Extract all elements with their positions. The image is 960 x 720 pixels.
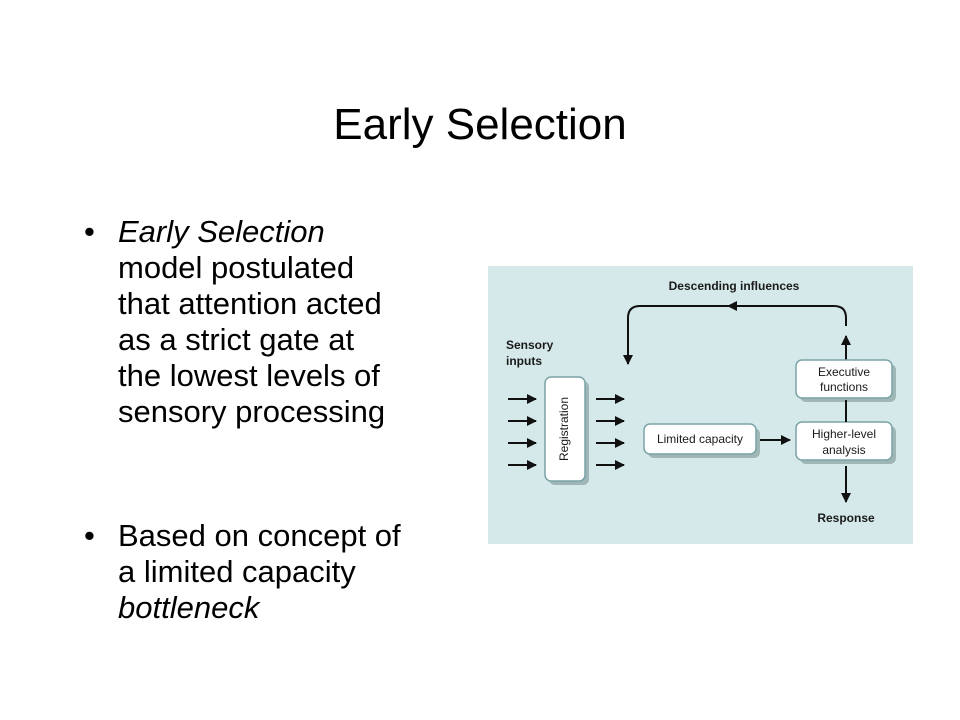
bullet-text-line: a limited capacity [118, 554, 356, 589]
executive-functions-label: functions [820, 380, 868, 394]
limited-capacity-label: Limited capacity [657, 432, 743, 446]
diagram-canvas: Descending influences Sensory inputs Reg… [506, 279, 896, 525]
bullet-text-line: as a strict gate at [118, 322, 355, 357]
descending-influences-label: Descending influences [669, 279, 800, 293]
bullet-text-line: sensory processing [118, 394, 386, 429]
limited-capacity-box [643, 423, 757, 455]
bullet-text: Based on concept of a limited capacity b… [118, 518, 464, 626]
bullet-marker: • [84, 518, 95, 553]
higher-level-analysis-label: analysis [822, 443, 865, 457]
registration-label: Registration [557, 397, 571, 461]
bullet-text-line: bottleneck [118, 590, 260, 625]
bullet-text-line: model postulated [118, 250, 355, 285]
bullet-text-line: the lowest levels of [118, 358, 380, 393]
executive-functions-box [795, 359, 893, 399]
bullet-limited-capacity: • Based on concept of a limited capacity… [84, 518, 464, 626]
executive-functions-label: Executive [818, 365, 870, 379]
bullet-text-line: Based on concept of [118, 518, 401, 553]
bullet-marker: • [84, 214, 95, 249]
registration-box [544, 376, 586, 482]
early-selection-diagram: Descending influences Sensory inputs Reg… [488, 266, 913, 544]
descending-top-arrow [727, 301, 847, 326]
bullet-text-line: Early Selection [118, 214, 325, 249]
bullet-text: Early Selection model postulated that at… [118, 214, 464, 430]
descending-down-arrow [623, 305, 732, 365]
response-label: Response [817, 511, 875, 525]
slide-title: Early Selection [333, 100, 627, 149]
bullet-text-line: that attention acted [118, 286, 382, 321]
sensory-inputs-label: inputs [506, 354, 542, 368]
higher-level-analysis-box [795, 421, 893, 461]
sensory-inputs-label: Sensory [506, 338, 554, 352]
bullet-list: • Early Selection model postulated that … [84, 214, 464, 626]
bullet-early-selection: • Early Selection model postulated that … [84, 214, 464, 430]
higher-level-analysis-label: Higher-level [812, 427, 876, 441]
